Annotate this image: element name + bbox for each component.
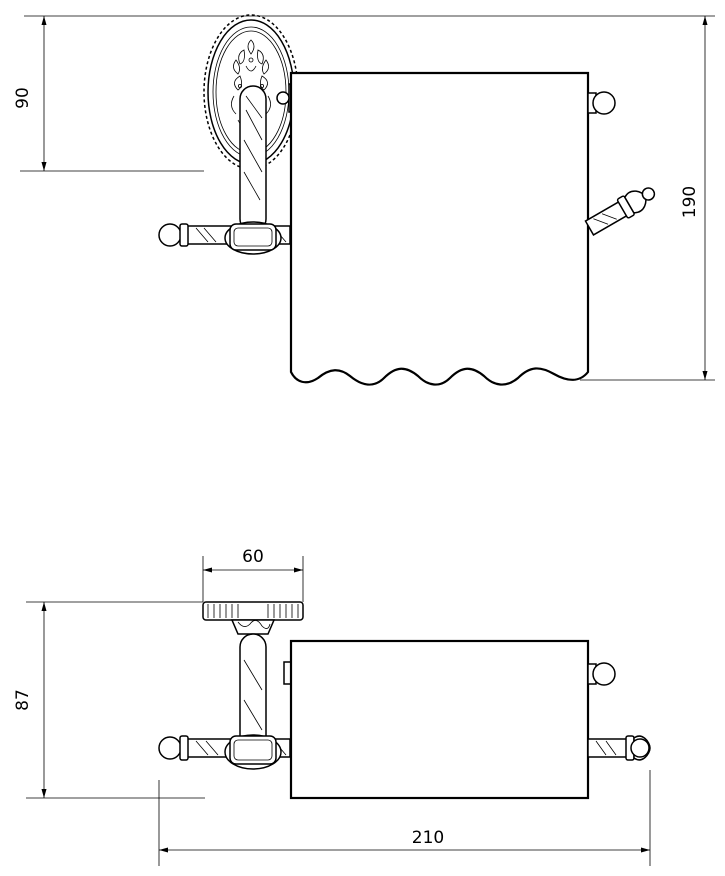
top-dimensions: 60 87 210 bbox=[13, 547, 651, 866]
floral-ornament-icon bbox=[231, 39, 271, 131]
dim-front-mount-height: 90 bbox=[13, 87, 33, 109]
front-dimensions: 90 190 bbox=[13, 15, 715, 381]
paper-cover bbox=[289, 71, 590, 386]
dim-top-depth: 60 bbox=[242, 547, 264, 567]
front-view bbox=[158, 14, 656, 386]
rod-right-knob bbox=[587, 91, 616, 115]
top-rod-right-finial bbox=[587, 735, 651, 761]
top-view bbox=[158, 601, 651, 800]
dim-top-width: 210 bbox=[412, 828, 444, 848]
wall-flange bbox=[202, 601, 304, 635]
top-rod-right-knob bbox=[587, 662, 616, 686]
rod-left-finial bbox=[158, 221, 291, 255]
dim-top-height: 87 bbox=[13, 689, 33, 711]
top-paper-cover bbox=[289, 639, 590, 800]
rod-right-angled-finial bbox=[584, 187, 656, 236]
vertical-arm bbox=[239, 85, 267, 233]
dim-front-total-height: 190 bbox=[680, 186, 700, 218]
top-rod-left-finial bbox=[158, 734, 291, 770]
